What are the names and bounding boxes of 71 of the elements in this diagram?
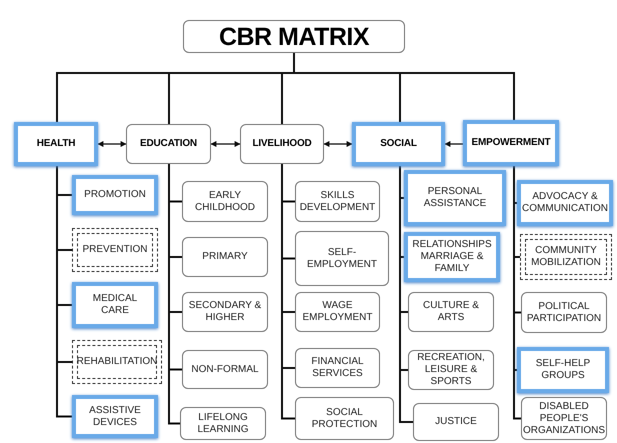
arrow — [210, 141, 241, 147]
box-label: PERSONAL ASSISTANCE — [422, 186, 488, 210]
category-box — [126, 124, 211, 164]
item-box — [72, 175, 158, 215]
box-label: FINANCIAL SERVICES — [310, 356, 365, 380]
category-box — [352, 122, 445, 166]
box-label: ADVOCACY & COMMUNICATION — [521, 191, 609, 215]
box-label: REHABILITATION — [76, 356, 158, 368]
item-box — [404, 232, 500, 282]
box-label: WAGE EMPLOYMENT — [301, 300, 374, 324]
box-label: SELF-EMPLOYMENT — [306, 246, 378, 270]
item-box — [72, 395, 158, 438]
box-label: CULTURE & ARTS — [422, 300, 480, 324]
box-label: CBR MATRIX — [218, 22, 370, 52]
box-label: PROMOTION — [83, 189, 147, 201]
box-label: DISABLED PEOPLE'S ORGANIZATIONS — [522, 400, 606, 436]
connector-line — [56, 166, 72, 418]
item-box — [182, 181, 268, 222]
box-label: EDUCATION — [140, 138, 197, 150]
item-box — [517, 347, 609, 393]
box-label: SOCIAL PROTECTION — [310, 406, 378, 430]
box-label: ASSISTIVE DEVICES — [88, 404, 142, 428]
category-box — [240, 124, 324, 164]
item-box — [295, 397, 394, 440]
item-box — [295, 181, 380, 222]
box-label: SKILLS DEVELOPMENT — [298, 190, 376, 214]
item-box — [413, 403, 499, 441]
box-label: RELATIONSHIPS MARRIAGE & FAMILY — [411, 239, 493, 275]
item-box — [72, 228, 158, 272]
root-box — [183, 20, 405, 53]
connector-line — [293, 53, 515, 120]
item-box — [182, 350, 268, 389]
box-label: SOCIAL — [380, 138, 417, 150]
box-label: SECONDARY & HIGHER — [188, 300, 262, 324]
box-label: POLITICAL PARTICIPATION — [526, 300, 602, 324]
box-label: MEDICAL CARE — [92, 293, 138, 317]
connector-line — [399, 166, 413, 423]
item-box — [408, 350, 494, 390]
item-box — [295, 292, 380, 332]
box-label: LIFELONG LEARNING — [196, 412, 250, 436]
connector-line — [281, 164, 295, 420]
item-box — [182, 237, 268, 277]
connector-line — [513, 166, 521, 420]
box-label: COMMUNITY MOBILIZATION — [530, 245, 602, 269]
item-box — [521, 292, 607, 333]
category-box — [463, 120, 559, 166]
item-box — [408, 292, 494, 332]
box-label: EARLY CHILDHOOD — [194, 190, 256, 214]
box-label: JUSTICE — [434, 416, 478, 428]
box-label: PRIMARY — [201, 251, 249, 263]
item-box — [404, 170, 506, 226]
box-label: SELF-HELP GROUPS — [534, 358, 592, 382]
item-box — [72, 282, 158, 328]
box-label: PREVENTION — [81, 244, 148, 256]
item-box — [517, 180, 613, 226]
arrow — [444, 141, 463, 147]
item-box — [520, 234, 612, 280]
arrow — [97, 141, 127, 147]
item-box — [180, 407, 266, 440]
box-label: NON-FORMAL — [190, 364, 260, 376]
box-label: LIVELIHOOD — [252, 138, 312, 150]
item-box — [295, 231, 389, 286]
item-box — [295, 348, 380, 388]
category-box — [14, 122, 98, 166]
item-box — [182, 292, 268, 332]
arrow — [323, 141, 353, 147]
item-box — [72, 340, 162, 384]
box-label: RECREATION, LEISURE & SPORTS — [416, 352, 486, 388]
box-label: HEALTH — [36, 138, 76, 150]
box-label: EMPOWERMENT — [472, 137, 550, 149]
connector-line — [168, 164, 180, 424]
